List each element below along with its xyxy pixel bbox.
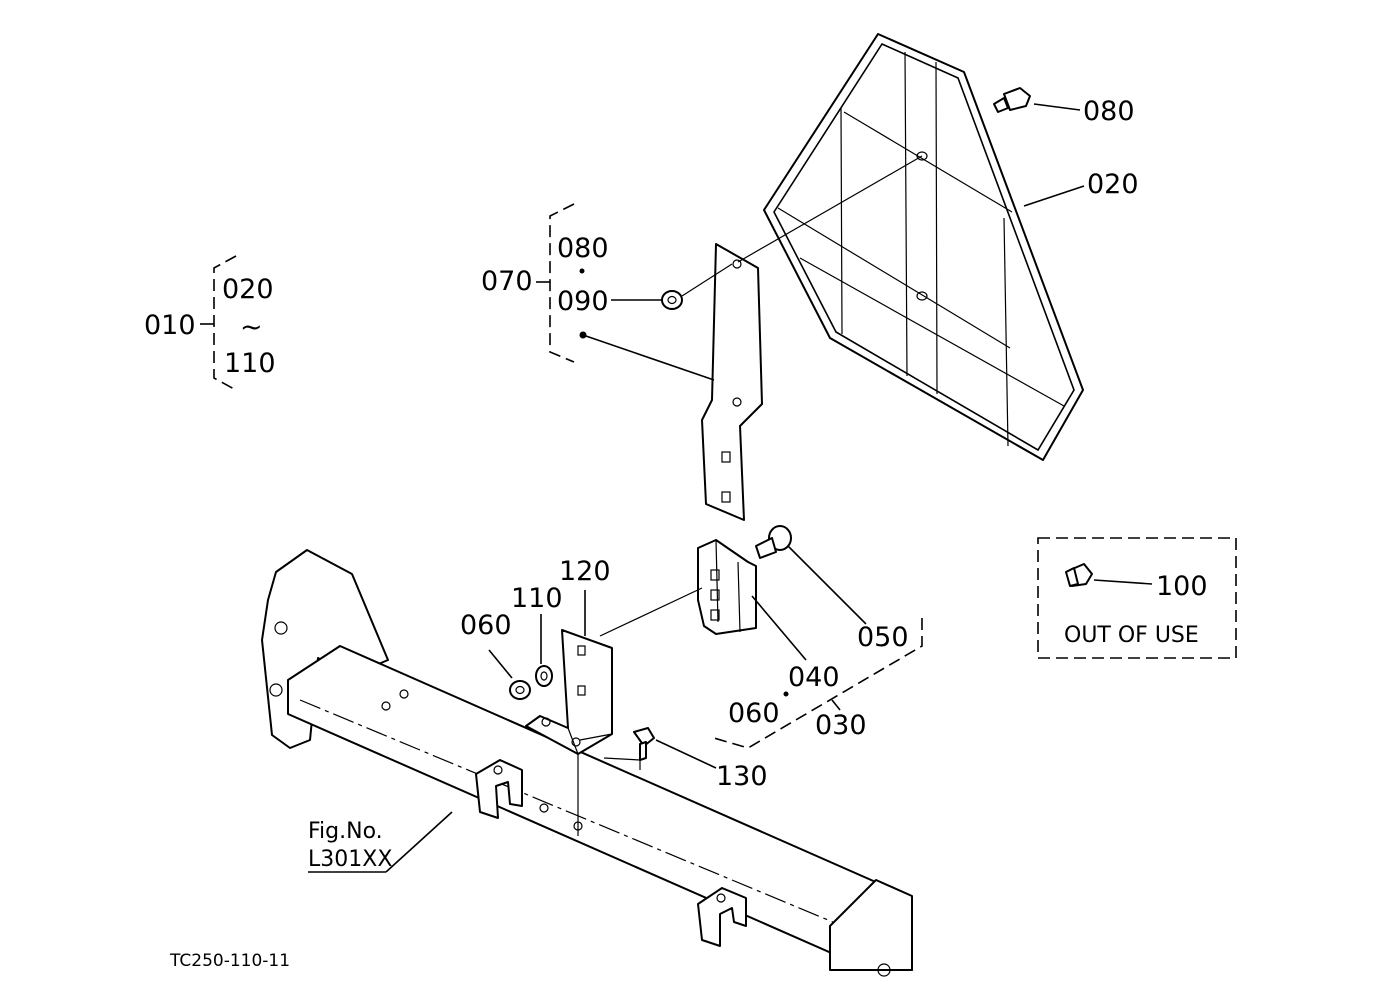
bracket-120 <box>525 629 613 755</box>
frame-plate-hole <box>269 683 283 697</box>
reflector-outer <box>763 33 1084 461</box>
label-130: 130 <box>716 761 768 792</box>
bolt-050 <box>755 525 792 559</box>
label-060: 060 <box>460 610 512 641</box>
label-090: 090 <box>557 286 609 317</box>
label-050: 050 <box>857 622 909 653</box>
frame-clip-hole <box>493 765 503 775</box>
label-100: 100 <box>1156 571 1208 602</box>
label-070: 070 <box>481 266 533 297</box>
fig-ref-number: L301XX <box>308 847 392 872</box>
reflector-panel <box>763 33 1084 461</box>
out-of-use-text: OUT OF USE <box>1064 623 1199 648</box>
label-120: 120 <box>559 556 611 587</box>
frame-plate-hole <box>877 963 891 977</box>
label-010: 010 <box>144 310 196 341</box>
label-range-tilde: ~ <box>240 312 263 343</box>
drawing-code: TC250-110-11 <box>169 951 290 971</box>
bolt-080 <box>993 87 1031 113</box>
label-060-group: 060 <box>728 698 780 729</box>
nut-060 <box>509 680 531 700</box>
group-bracket-070 <box>536 203 575 363</box>
out-of-use-box <box>1037 537 1237 659</box>
stay-hole-top <box>732 259 742 269</box>
frame-hole <box>539 803 549 813</box>
group-dot <box>579 331 587 339</box>
washer-110 <box>535 665 553 687</box>
label-080: 080 <box>1083 96 1135 127</box>
frame-hole <box>399 689 409 699</box>
group-dot <box>579 268 585 274</box>
label-040: 040 <box>788 662 840 693</box>
holder-040 <box>697 539 757 635</box>
bolt-100 <box>1065 563 1093 587</box>
label-020: 020 <box>1087 169 1139 200</box>
stay-slot <box>721 491 731 503</box>
bolt-130 <box>633 727 655 761</box>
nut-090 <box>661 290 683 310</box>
fig-ref-label: Fig.No. <box>308 819 383 844</box>
label-080-group: 080 <box>557 233 609 264</box>
label-020-group: 020 <box>222 274 274 305</box>
frame-centerline <box>299 699 901 951</box>
reflector-inner <box>773 42 1075 452</box>
reflector-mount-hole <box>916 291 928 301</box>
frame-clip-hole <box>716 893 726 903</box>
frame-beam <box>261 549 913 977</box>
frame-right-plate <box>829 879 913 971</box>
frame-clip-left <box>475 759 523 819</box>
reflector-mount-hole <box>916 151 928 161</box>
label-110: 110 <box>511 583 563 614</box>
stay-hole-mid <box>732 397 742 407</box>
reflector-grid-horizontal <box>777 111 1065 407</box>
frame-clip-right <box>697 887 747 947</box>
group-bracket-030 <box>713 618 923 749</box>
label-030: 030 <box>815 710 867 741</box>
stay-slot <box>721 451 731 463</box>
reflector-grid-vertical <box>840 51 1009 447</box>
leader-lines <box>308 103 1153 873</box>
stay-bracket-body <box>701 243 763 521</box>
frame-plate-hole <box>274 621 288 635</box>
frame-hole <box>381 701 391 711</box>
group-dot <box>783 691 789 697</box>
label-110-group: 110 <box>224 348 276 379</box>
stay-bracket <box>701 243 763 521</box>
group-bracket-010 <box>200 255 237 391</box>
